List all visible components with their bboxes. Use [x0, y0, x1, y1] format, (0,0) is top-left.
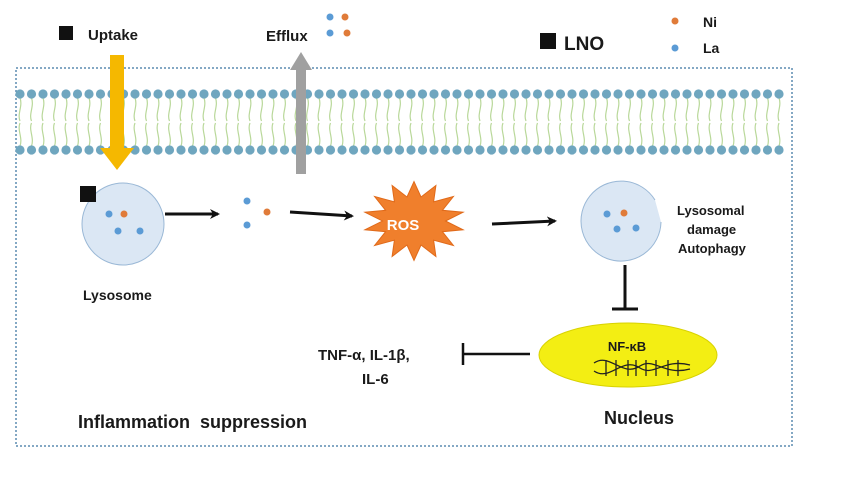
cytokines-label-line2: IL-6 — [362, 371, 389, 388]
inhibition-to-cytokines — [461, 343, 530, 365]
dna-double-helix-icon — [593, 359, 691, 376]
uptake-arrow — [100, 55, 134, 170]
lno-square-icon — [540, 33, 556, 49]
uptake-label: Uptake — [88, 27, 138, 44]
ni-label: Ni — [703, 14, 717, 30]
damage-label: damage — [687, 222, 736, 237]
efflux-arrow — [290, 52, 312, 174]
efflux-label: Efflux — [266, 28, 308, 45]
ros-label: ROS — [387, 217, 420, 234]
inhibition-to-nfkb — [612, 265, 638, 311]
ni-dot-icon — [341, 13, 349, 21]
damaged-lysosome — [580, 180, 662, 262]
cell-border — [15, 67, 793, 447]
nucleus-label: Nucleus — [604, 408, 674, 428]
uptake-square-icon — [59, 26, 73, 40]
la-legend-dot-icon — [671, 44, 679, 52]
la-dot-icon — [326, 29, 334, 37]
ni-dot-icon — [326, 13, 334, 21]
lysosome-label: Lysosome — [83, 287, 152, 303]
arrow-to-ros — [289, 210, 354, 221]
nucleus — [538, 322, 718, 388]
nfkb-label: NF-κB — [608, 339, 646, 354]
arrow-to-damage — [491, 216, 557, 227]
lysosome — [80, 182, 165, 266]
la-label: La — [703, 40, 720, 56]
released-ions — [243, 197, 271, 229]
ni-dot-icon — [343, 29, 351, 37]
inflammation-suppression-label: Inflammation suppression — [78, 412, 307, 432]
ni-legend-dot-icon — [671, 17, 679, 25]
autophagy-label: Autophagy — [678, 241, 747, 256]
ros-burst-icon — [363, 180, 465, 262]
lipid-bilayer-membrane — [15, 89, 784, 155]
lysosomal-damage-label: Lysosomal — [677, 203, 744, 218]
lno-label: LNO — [564, 34, 604, 55]
cytokines-label-line1: TNF-α, IL-1β, — [318, 347, 410, 364]
lno-particle-icon — [80, 186, 96, 202]
